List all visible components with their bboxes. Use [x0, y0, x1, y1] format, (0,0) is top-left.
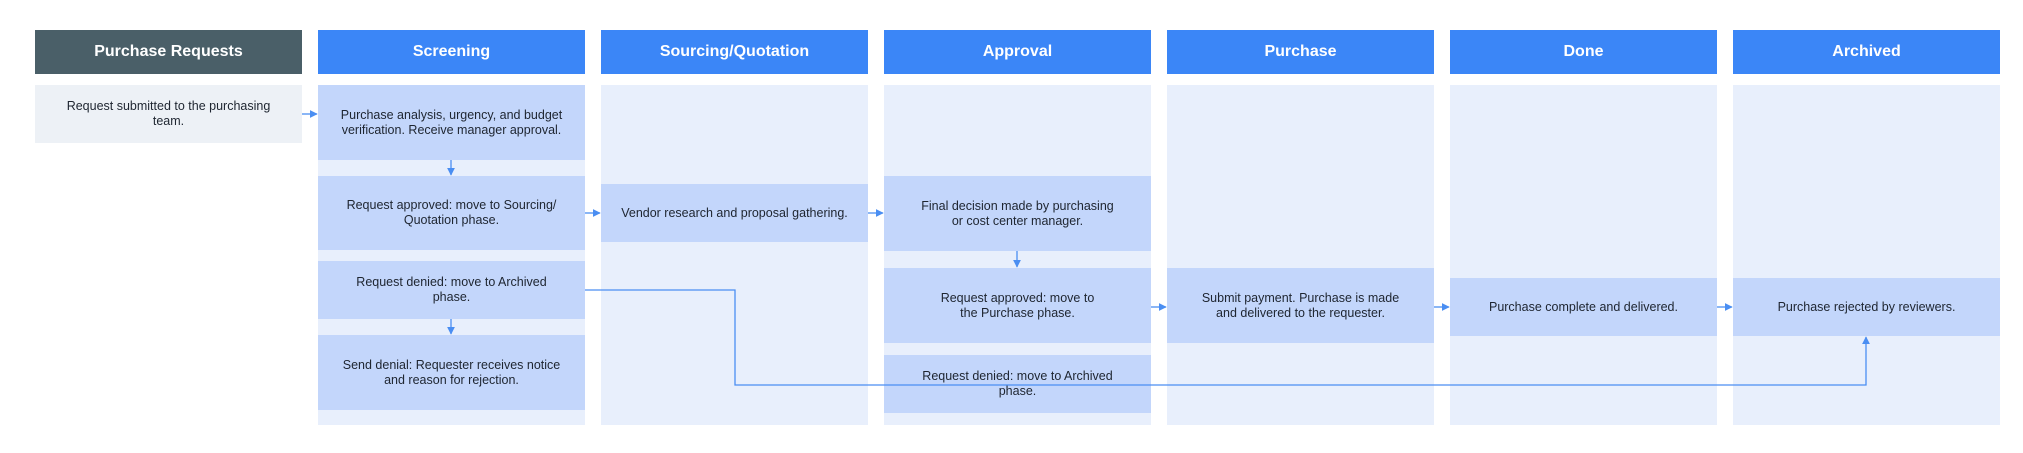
- lane-done: [1450, 85, 1717, 425]
- column-header-approval: Approval: [884, 30, 1151, 74]
- step-screening-approved[interactable]: Request approved: move to Sourcing/ Quot…: [318, 176, 585, 250]
- lane-sourcing: [601, 85, 868, 425]
- step-request-submitted[interactable]: Request submitted to the purchasing team…: [35, 85, 302, 143]
- step-purchase-analysis[interactable]: Purchase analysis, urgency, and budget v…: [318, 85, 585, 160]
- lane-archived: [1733, 85, 2000, 425]
- lane-purchase: [1167, 85, 1434, 425]
- step-label: Request denied: move to Archived phase.: [922, 369, 1113, 398]
- step-purchase-rejected[interactable]: Purchase rejected by reviewers.: [1733, 278, 2000, 336]
- column-header-done: Done: [1450, 30, 1717, 74]
- step-label: Purchase rejected by reviewers.: [1777, 299, 1956, 314]
- step-purchase-complete[interactable]: Purchase complete and delivered.: [1450, 278, 1717, 336]
- step-label: Purchase analysis, urgency, and budget v…: [340, 107, 563, 137]
- step-final-decision[interactable]: Final decision made by purchasing or cos…: [884, 176, 1151, 251]
- step-submit-payment[interactable]: Submit payment. Purchase is made and del…: [1167, 268, 1434, 343]
- step-approval-denied[interactable]: Request denied: move to Archived phase.: [884, 355, 1151, 413]
- step-label: Request submitted to the purchasing team…: [66, 99, 271, 128]
- column-header-sourcing: Sourcing/Quotation: [601, 30, 868, 74]
- step-label: Request denied: move to Archived phase.: [356, 275, 547, 304]
- step-label: Purchase complete and delivered.: [1488, 299, 1678, 314]
- step-screening-denied[interactable]: Request denied: move to Archived phase.: [318, 261, 585, 319]
- step-label: Vendor research and proposal gathering.: [621, 205, 848, 220]
- column-header-purchase-requests: Purchase Requests: [35, 30, 302, 74]
- step-approval-approved[interactable]: Request approved: move to the Purchase p…: [884, 268, 1151, 343]
- column-header-archived: Archived: [1733, 30, 2000, 74]
- step-label: Submit payment. Purchase is made and del…: [1201, 290, 1400, 320]
- step-label: Send denial: Requester receives notice a…: [342, 357, 561, 387]
- step-vendor-research[interactable]: Vendor research and proposal gathering.: [601, 184, 868, 242]
- step-label: Request approved: move to Sourcing/ Quot…: [346, 198, 557, 227]
- step-send-denial[interactable]: Send denial: Requester receives notice a…: [318, 335, 585, 410]
- column-header-purchase: Purchase: [1167, 30, 1434, 74]
- column-header-screening: Screening: [318, 30, 585, 74]
- step-label: Request approved: move to the Purchase p…: [940, 290, 1095, 320]
- step-label: Final decision made by purchasing or cos…: [921, 198, 1114, 228]
